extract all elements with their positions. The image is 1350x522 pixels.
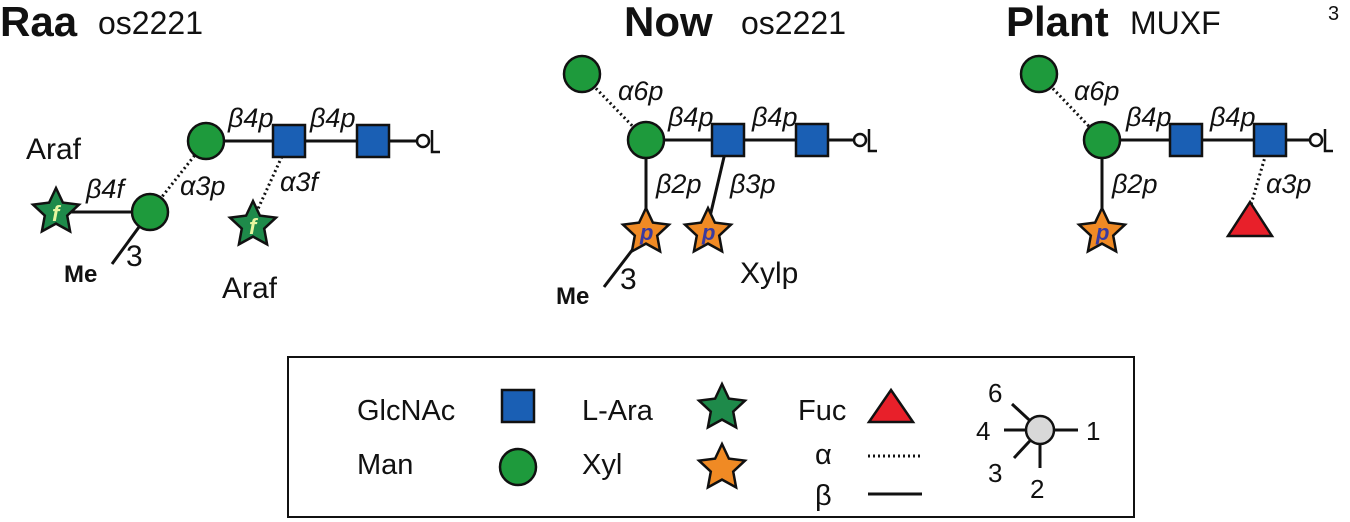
label-b4p-2: β4p <box>309 103 355 133</box>
panel-plant-title: Plant <box>1006 0 1109 45</box>
label-a3f: α3f <box>280 167 320 197</box>
label-b4p-1: β4p <box>667 102 713 132</box>
legend-man-icon <box>498 447 538 487</box>
label-me: Me <box>556 283 589 310</box>
legend-lara-label: L-Ara <box>582 395 654 427</box>
legend-fuc-icon <box>866 387 916 424</box>
label-me: Me <box>64 261 97 288</box>
man-residue-icon <box>130 192 170 232</box>
label-b2p: β2p <box>655 169 701 199</box>
label-b3p: β3p <box>729 169 775 199</box>
label-xylp: Xylp <box>740 257 798 290</box>
label-araf-top: Araf <box>26 133 82 166</box>
svg-text:p: p <box>701 220 715 245</box>
legend-beta-label: β <box>815 480 832 512</box>
xyl-star-icon: p <box>682 205 734 254</box>
glcnac-residue-icon <box>794 122 830 158</box>
legend-fuc-label: Fuc <box>798 395 846 427</box>
label-b4p-2: β4p <box>751 102 797 132</box>
label-b2p: β2p <box>1111 169 1157 199</box>
linkage-pos-3: 3 <box>988 458 1002 488</box>
legend-man-label: Man <box>357 449 413 481</box>
man-residue-icon <box>1019 54 1059 94</box>
label-me-pos: 3 <box>620 263 637 296</box>
label-araf-bottom: Araf <box>222 272 278 305</box>
linkage-pos-6: 6 <box>988 378 1002 408</box>
legend-alpha-label: α <box>815 439 832 471</box>
panel-raa-title: Raa <box>0 0 78 45</box>
glcnac-residue-icon <box>710 122 746 158</box>
linkage-pos-2: 2 <box>1030 474 1044 504</box>
label-a3p: α3p <box>180 171 225 201</box>
panel-plant-subtitle-sup: 3 <box>1328 3 1339 25</box>
label-a6p: α6p <box>1074 76 1119 106</box>
legend: GlcNAc Man L-Ara Xyl Fuc α β 6 4 3 <box>287 356 1135 518</box>
man-residue-icon <box>1082 120 1122 160</box>
legend-xyl-label: Xyl <box>582 449 622 481</box>
label-b4p-1: β4p <box>1125 102 1171 132</box>
legend-ara-star-icon <box>696 381 748 430</box>
reducing-end-icon <box>852 129 877 153</box>
panel-raa: Raa os2221 f f Araf Araf β4f α <box>0 0 440 305</box>
man-residue-icon <box>626 120 666 160</box>
legend-box <box>287 356 1135 518</box>
label-b4f: β4f <box>85 174 126 204</box>
fuc-triangle-icon <box>1225 199 1275 238</box>
xyl-star-icon: p <box>620 205 672 254</box>
glcnac-residue-icon <box>355 123 391 159</box>
panel-now-title: Now <box>624 0 713 45</box>
label-b4p-2: β4p <box>1209 102 1255 132</box>
legend-glcnac-label: GlcNAc <box>357 395 455 427</box>
label-me-pos: 3 <box>126 240 143 273</box>
xyl-star-icon: p <box>1076 205 1128 254</box>
glcnac-residue-icon <box>1252 122 1288 158</box>
legend-xyl-star-icon <box>696 441 748 490</box>
label-a3p: α3p <box>1266 169 1311 199</box>
linkage-pos-1: 1 <box>1086 416 1100 446</box>
ara-star-icon: f <box>227 198 279 247</box>
linkage-position-diagram: 6 4 3 2 1 <box>976 378 1100 504</box>
label-a6p: α6p <box>618 76 663 106</box>
panel-raa-subtitle: os2221 <box>98 5 203 41</box>
linkage-center-icon <box>1024 414 1056 446</box>
svg-text:f: f <box>249 214 259 239</box>
linkage-pos-4: 4 <box>976 416 990 446</box>
svg-text:f: f <box>52 201 62 226</box>
reducing-end-icon <box>415 130 440 154</box>
man-residue-icon <box>186 121 226 161</box>
man-residue-icon <box>562 54 602 94</box>
label-b4p-1: β4p <box>227 103 273 133</box>
glcnac-residue-icon <box>1168 122 1204 158</box>
panel-plant-subtitle: MUXF <box>1130 5 1221 41</box>
svg-text:p: p <box>639 220 653 245</box>
panel-now-subtitle: os2221 <box>741 5 846 41</box>
panel-now: Now os2221 p p α6p β4p β4p β2p β3p Xylp <box>556 0 877 310</box>
svg-text:p: p <box>1095 220 1109 245</box>
ara-star-icon: f <box>30 185 82 234</box>
glcnac-residue-icon <box>271 123 307 159</box>
legend-glcnac-icon <box>500 388 536 424</box>
reducing-end-icon <box>1308 129 1333 153</box>
panel-plant: Plant MUXF 3 p α6p β4p β4p β2p α3p <box>1006 0 1339 254</box>
